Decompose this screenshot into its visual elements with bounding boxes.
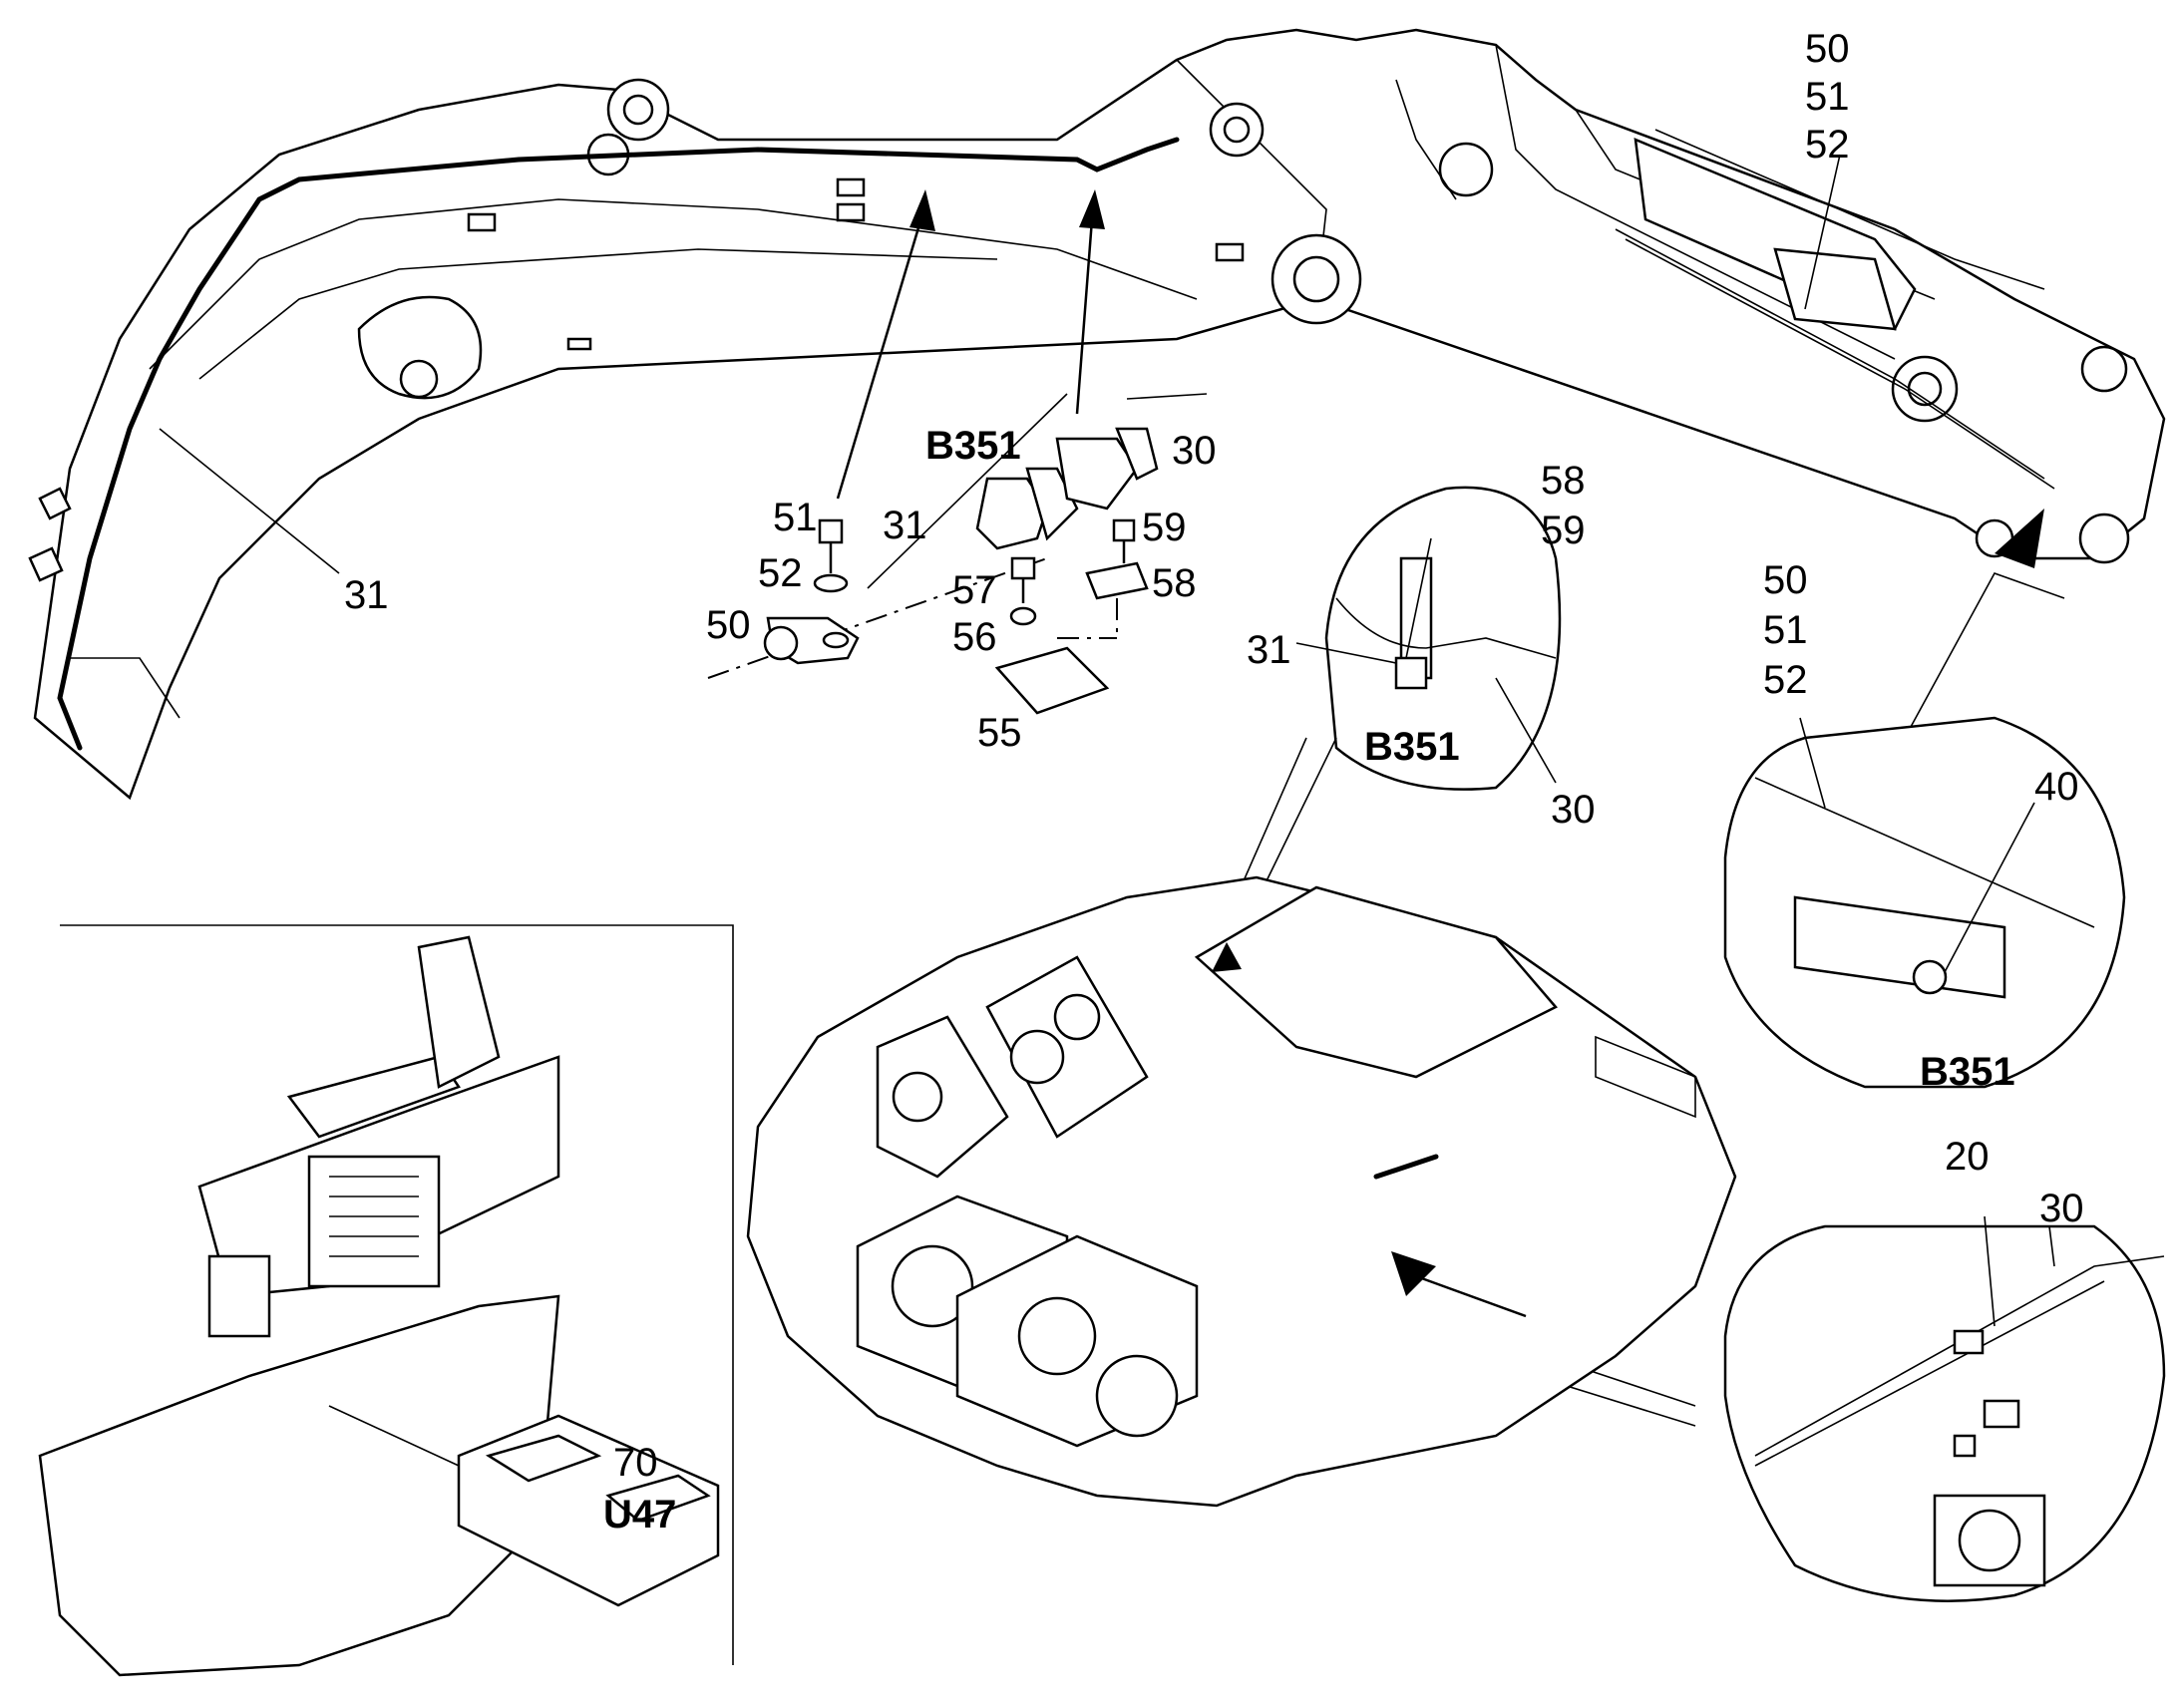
boom-end-detail-circle xyxy=(1723,716,2126,1089)
detail-arrows xyxy=(836,189,2065,739)
label-B351-detail: B351 xyxy=(1364,725,1460,769)
label-51-top: 51 xyxy=(1805,75,1850,119)
label-55: 55 xyxy=(977,711,1022,755)
label-50: 50 xyxy=(706,603,751,647)
label-31-mid: 31 xyxy=(883,504,927,547)
label-20: 20 xyxy=(1945,1135,1990,1179)
label-59-top: 59 xyxy=(1142,506,1187,549)
label-59-detail: 59 xyxy=(1541,509,1586,552)
label-B351-top: B351 xyxy=(925,424,1021,468)
label-50-top: 50 xyxy=(1805,27,1850,71)
cab-controller-drawing xyxy=(38,924,734,1677)
label-56: 56 xyxy=(952,615,997,659)
label-58-detail: 58 xyxy=(1541,459,1586,503)
exploded-sensor-parts xyxy=(707,393,1208,715)
label-70: 70 xyxy=(613,1441,658,1485)
label-57: 57 xyxy=(952,568,997,612)
label-B351-right: B351 xyxy=(1920,1050,2015,1094)
label-52-right: 52 xyxy=(1763,658,1808,702)
mounting-detail-circle xyxy=(1216,486,1562,943)
label-31-boom: 31 xyxy=(344,573,389,617)
label-30-top: 30 xyxy=(1172,429,1217,473)
label-30-bottom: 30 xyxy=(2039,1187,2084,1230)
label-51-right: 51 xyxy=(1763,608,1808,652)
label-50-right: 50 xyxy=(1763,558,1808,602)
boom-arm-drawing xyxy=(28,28,2166,801)
callout-labels: 31 50 51 52 B351 30 51 31 59 52 57 58 50… xyxy=(344,27,2084,1537)
upperstructure-drawing xyxy=(746,875,1737,1508)
label-58-top: 58 xyxy=(1152,561,1197,605)
label-52-top: 52 xyxy=(1805,123,1850,167)
label-51: 51 xyxy=(773,496,818,539)
cable-routing-detail-circle xyxy=(1405,1215,2166,1602)
label-52: 52 xyxy=(758,551,803,595)
label-40: 40 xyxy=(2034,765,2079,809)
label-30-detail: 30 xyxy=(1551,788,1596,832)
label-U47: U47 xyxy=(603,1493,676,1537)
label-31-detail: 31 xyxy=(1247,628,1291,672)
